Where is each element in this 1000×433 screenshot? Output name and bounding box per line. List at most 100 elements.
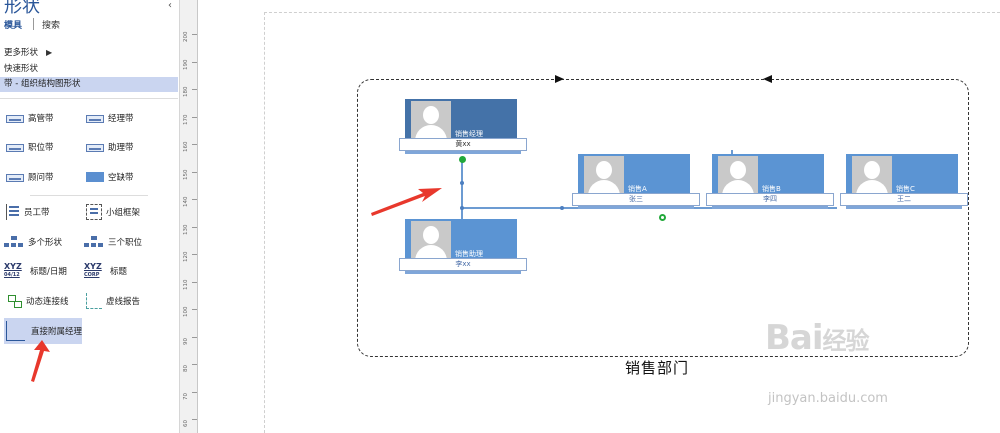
shape-label: 直接附属经理 — [30, 327, 82, 337]
more-shapes-label: 更多形状 — [4, 48, 39, 58]
connector-start-handle[interactable] — [459, 156, 466, 163]
page-margin-guide — [264, 12, 1000, 433]
three-positions-icon — [84, 236, 104, 248]
card-shadow — [578, 206, 694, 209]
shape-label: 三个职位 — [108, 238, 143, 248]
shape-position-belt[interactable]: 职位带 — [6, 138, 91, 156]
annotation-arrow-icon — [371, 188, 442, 216]
card-name[interactable]: 张三 — [572, 193, 700, 206]
tab-search[interactable]: 搜索 — [42, 21, 61, 31]
card-shadow — [405, 151, 521, 154]
dotted-line-report-icon — [86, 293, 102, 309]
drawing-page[interactable]: 销售部门 销售经理 黄xx — [198, 0, 1000, 433]
shape-multiple-shapes[interactable]: 多个形状 — [4, 233, 89, 251]
ruler-tick-label: 170 — [183, 114, 189, 125]
org-card-sales-b[interactable]: 销售B 李四 — [706, 154, 834, 212]
ruler-tick-label: 110 — [183, 279, 189, 290]
person-placeholder-icon — [411, 101, 451, 142]
ruler-tick — [192, 336, 197, 338]
connection-point[interactable] — [460, 206, 464, 210]
ruler-tick — [192, 89, 197, 90]
ruler-tick — [192, 281, 197, 283]
connection-point[interactable] — [560, 206, 564, 210]
card-name[interactable]: 王二 — [840, 193, 968, 206]
tab-stencils[interactable]: 模具 — [4, 21, 23, 31]
person-placeholder-icon — [718, 156, 758, 197]
ruler-tick — [192, 419, 197, 420]
ruler-tick-label: 180 — [183, 86, 189, 98]
ruler-tick — [192, 391, 197, 393]
drawing-canvas[interactable]: 销售部门 销售经理 黄xx — [198, 0, 1000, 433]
card-role: 销售A — [628, 185, 647, 193]
connector-end-handle[interactable] — [659, 214, 666, 221]
shape-label: 虚线报告 — [106, 297, 141, 307]
stencil-divider — [0, 98, 178, 99]
direct-report-icon — [6, 321, 25, 341]
card-role: 销售B — [762, 185, 781, 193]
shape-label: 经理带 — [108, 114, 134, 124]
ruler-tick-label: 100 — [183, 306, 189, 318]
ruler-tick-label: 60 — [183, 420, 189, 427]
ruler-tick-label: 160 — [183, 141, 189, 153]
xyz-glyph: XYZ — [84, 262, 102, 271]
shape-label: 动态连接线 — [26, 297, 69, 307]
ruler-tick — [192, 144, 197, 145]
card-shadow — [712, 206, 828, 209]
date-glyph: 04/12 — [4, 272, 20, 278]
shape-dotted-line-report[interactable]: 虚线报告 — [86, 292, 171, 310]
ruler-tick — [192, 254, 197, 255]
shape-team-frame[interactable]: 小组框架 — [86, 203, 171, 221]
watermark-cn: 经验 — [822, 327, 870, 355]
quick-shapes-item[interactable]: 快速形状 — [4, 64, 39, 74]
shape-manager-belt[interactable]: 经理带 — [86, 109, 171, 127]
org-card-assistant[interactable]: 销售助理 李xx — [399, 219, 527, 277]
ruler-tick-label: 90 — [183, 337, 189, 345]
stencil-title[interactable]: 带 - 组织结构图形状 — [0, 77, 178, 92]
connector-manager-assistant[interactable] — [461, 158, 463, 222]
dynamic-connector-icon — [6, 293, 22, 309]
card-name[interactable]: 李四 — [706, 193, 834, 206]
shape-dynamic-connector[interactable]: 动态连接线 — [6, 292, 91, 310]
person-placeholder-icon — [852, 156, 892, 197]
corp-glyph: CORP — [84, 272, 100, 278]
arrow-right-icon — [555, 75, 564, 83]
band-icon — [6, 115, 24, 123]
card-name[interactable]: 黄xx — [399, 138, 527, 151]
watermark-latin: Bai — [765, 318, 824, 358]
department-container[interactable] — [357, 79, 969, 357]
more-shapes-menu[interactable]: 更多形状▶ — [4, 46, 52, 58]
department-title[interactable]: 销售部门 — [625, 359, 690, 377]
shape-direct-report-manager[interactable]: 直接附属经理 — [4, 318, 82, 344]
org-card-manager[interactable]: 销售经理 黄xx — [399, 99, 527, 157]
shape-label: 标题/日期 — [30, 267, 67, 277]
shape-staff-belt[interactable]: 员工带 — [6, 203, 91, 221]
shape-label: 助理带 — [108, 143, 134, 153]
shape-label: 职位带 — [28, 143, 54, 153]
connection-point[interactable] — [460, 181, 464, 185]
band-icon — [86, 144, 104, 152]
person-placeholder-icon — [411, 221, 451, 262]
shape-label: 多个形状 — [28, 238, 63, 248]
baidu-watermark-logo: Bai经验 — [765, 318, 870, 358]
card-name[interactable]: 李xx — [399, 258, 527, 271]
band-icon — [6, 144, 24, 152]
shape-label: 高管带 — [28, 114, 54, 124]
card-shadow — [405, 271, 521, 274]
xyz-glyph: XYZ — [4, 262, 22, 271]
ruler-tick — [192, 61, 197, 63]
org-card-sales-a[interactable]: 销售A 张三 — [572, 154, 700, 212]
ruler-tick — [192, 171, 197, 173]
shape-vacancy-belt[interactable]: 空缺带 — [86, 168, 171, 186]
org-card-sales-c[interactable]: 销售C 王二 — [840, 154, 968, 212]
team-frame-icon — [86, 204, 102, 220]
shape-assistant-belt[interactable]: 助理带 — [86, 138, 171, 156]
shape-three-positions[interactable]: 三个职位 — [84, 233, 169, 251]
ruler-tick — [192, 116, 197, 118]
collapse-pane-button[interactable]: ‹ — [168, 0, 172, 11]
shape-executive-belt[interactable]: 高管带 — [6, 109, 91, 127]
shape-consultant-belt[interactable]: 顾问带 — [6, 168, 91, 186]
